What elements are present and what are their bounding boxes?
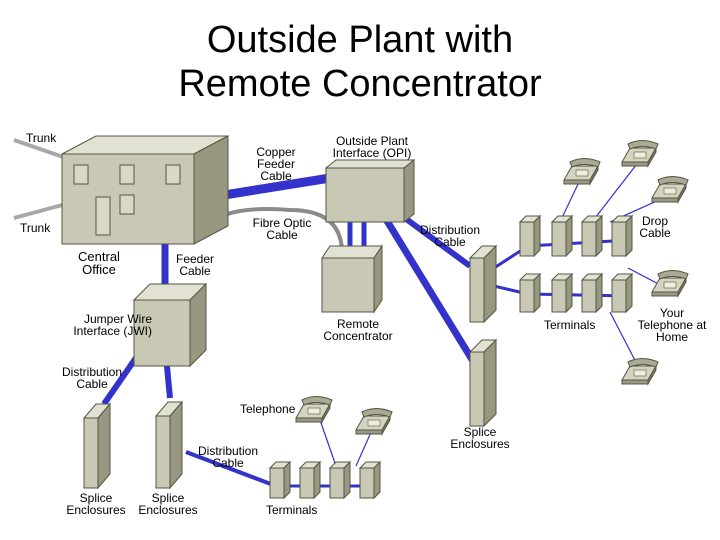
copper-feeder-cable [217,173,331,201]
drop-cables [319,159,671,467]
label-trunk-bottom: Trunk [20,221,51,235]
terminal [550,214,574,258]
splice-enclosure-left-2 [154,400,184,490]
opi-to-splice-lower [381,214,479,368]
diagram-title: Outside Plant with Remote Concentrator [0,18,720,106]
cables [101,173,631,488]
splice-enclosure-left-1 [82,402,112,490]
label-terminals-right: Terminals [544,318,596,332]
terminal [580,214,604,258]
terminal [610,272,634,314]
terminal [518,214,542,258]
terminal [358,460,382,500]
remote-concentrator-box [321,244,383,314]
bottom-distribution-cable [185,450,277,488]
terminal [550,272,574,314]
jwi-box [132,282,208,368]
terminals-bottom [268,460,382,500]
telephone-icon [621,358,659,385]
telephone-icon [621,140,659,167]
splice-enclosure-right-upper [468,244,498,324]
label-trunk-top: Trunk [26,131,57,145]
telephone-icon [295,396,333,423]
terminal [268,460,292,500]
title-line-2: Remote Concentrator [178,63,542,105]
telephone-icon [651,270,689,297]
telephone-icon [651,176,689,203]
central-office-building [61,135,229,245]
trunk-lines [13,138,67,220]
fibre-optic-cable [217,207,344,251]
terminal [610,214,634,258]
splice-enclosure-right-lower [468,338,498,428]
terminals-right-lower [518,272,634,314]
title-line-1: Outside Plant with [206,19,514,61]
terminal [518,272,542,314]
label-telephone: Telephone [240,402,296,416]
label-terminals-bottom: Terminals [266,503,318,517]
terminals-right-upper [518,214,634,258]
opi-box [324,158,416,224]
terminal [580,272,604,314]
telephone-icon [355,408,393,435]
terminal [328,460,352,500]
telephone-icon [563,158,601,185]
terminal [298,460,322,500]
